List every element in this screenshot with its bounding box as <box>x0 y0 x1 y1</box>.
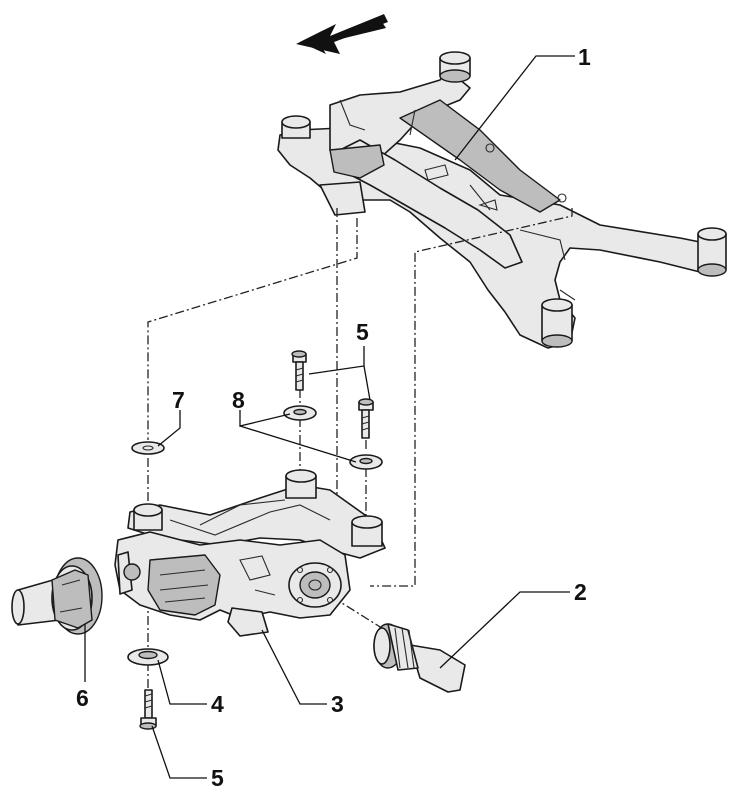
bolt-upper-left <box>291 350 307 391</box>
final-drive-mount-center <box>285 469 317 499</box>
callout-6: 6 <box>76 685 89 711</box>
washer-8-lower <box>349 454 383 470</box>
callout-7: 7 <box>172 387 185 413</box>
callout-5-lower: 5 <box>211 765 224 789</box>
callout-4: 4 <box>211 691 224 717</box>
washer-8-upper <box>283 405 317 421</box>
subframe <box>277 51 727 349</box>
bolt-lower <box>139 689 157 730</box>
subframe-mount-rear-right <box>697 227 727 277</box>
callout-1: 1 <box>578 44 591 70</box>
subframe-mount-rear-left <box>541 298 573 348</box>
washer-7 <box>131 441 165 455</box>
subframe-mount-front-right <box>439 51 471 83</box>
prop-shaft-flex-disc <box>11 557 103 635</box>
callout-5-upper: 5 <box>356 319 369 345</box>
subframe-mount-front-left <box>281 115 311 139</box>
final-drive-mount-left <box>133 503 163 531</box>
callout-8: 8 <box>232 387 245 413</box>
callout-3: 3 <box>331 691 344 717</box>
callout-2: 2 <box>574 579 587 605</box>
final-drive-mount-right <box>351 515 383 547</box>
final-drive <box>114 469 386 637</box>
bolt-upper-right <box>358 398 374 439</box>
leader-lines <box>84 55 575 779</box>
direction-arrow-icon <box>296 14 388 54</box>
lower-mount-4 <box>127 648 169 666</box>
